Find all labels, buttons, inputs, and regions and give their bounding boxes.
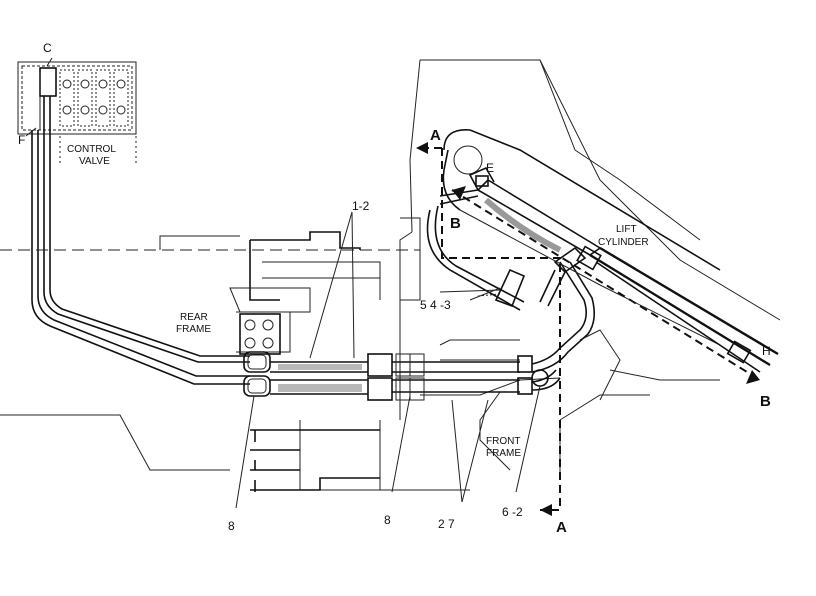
label-e: E (486, 161, 494, 175)
label-section-a-bottom: A (556, 519, 567, 536)
frame-outlines (0, 59, 781, 492)
rear-fittings (243, 351, 271, 397)
label-control-valve-2: VALVE (79, 156, 110, 167)
label-lift-cylinder-2: CYLINDER (598, 237, 649, 248)
control-valve (17, 57, 137, 165)
rear-frame-block (239, 313, 281, 355)
label-rear-frame-2: FRAME (176, 324, 211, 335)
callout-8-left: 8 (228, 519, 235, 533)
label-rear-frame-1: REAR (180, 312, 208, 323)
label-control-valve-1: CONTROL (67, 144, 116, 155)
text-labels: C F CONTROL VALVE REAR FRAME FRONT FRAME… (18, 41, 771, 536)
callout-8-mid: 8 (384, 513, 391, 527)
callout-2-7: 2 7 (438, 517, 455, 531)
label-lift-cylinder-1: LIFT (616, 224, 637, 235)
callout-1-2: 1-2 (352, 199, 370, 213)
label-front-frame-2: FRAME (486, 448, 521, 459)
callout-6-2: 6 -2 (502, 505, 523, 519)
horizontal-hoses (270, 353, 533, 401)
label-c: C (43, 41, 52, 55)
lift-cylinder (439, 166, 779, 373)
supply-return-lines (31, 96, 250, 385)
label-section-b-right: B (760, 393, 771, 410)
rising-tubes (531, 246, 596, 391)
label-f: F (18, 133, 25, 147)
boom-arm (426, 129, 721, 346)
label-section-b-left: B (450, 215, 461, 232)
callout-5-4-3: 5 4 -3 (420, 298, 451, 312)
section-lines (416, 142, 761, 516)
label-section-a-top: A (430, 127, 441, 144)
label-h: H (762, 344, 771, 358)
leader-lines (235, 211, 541, 509)
label-front-frame-1: FRONT (486, 436, 520, 447)
